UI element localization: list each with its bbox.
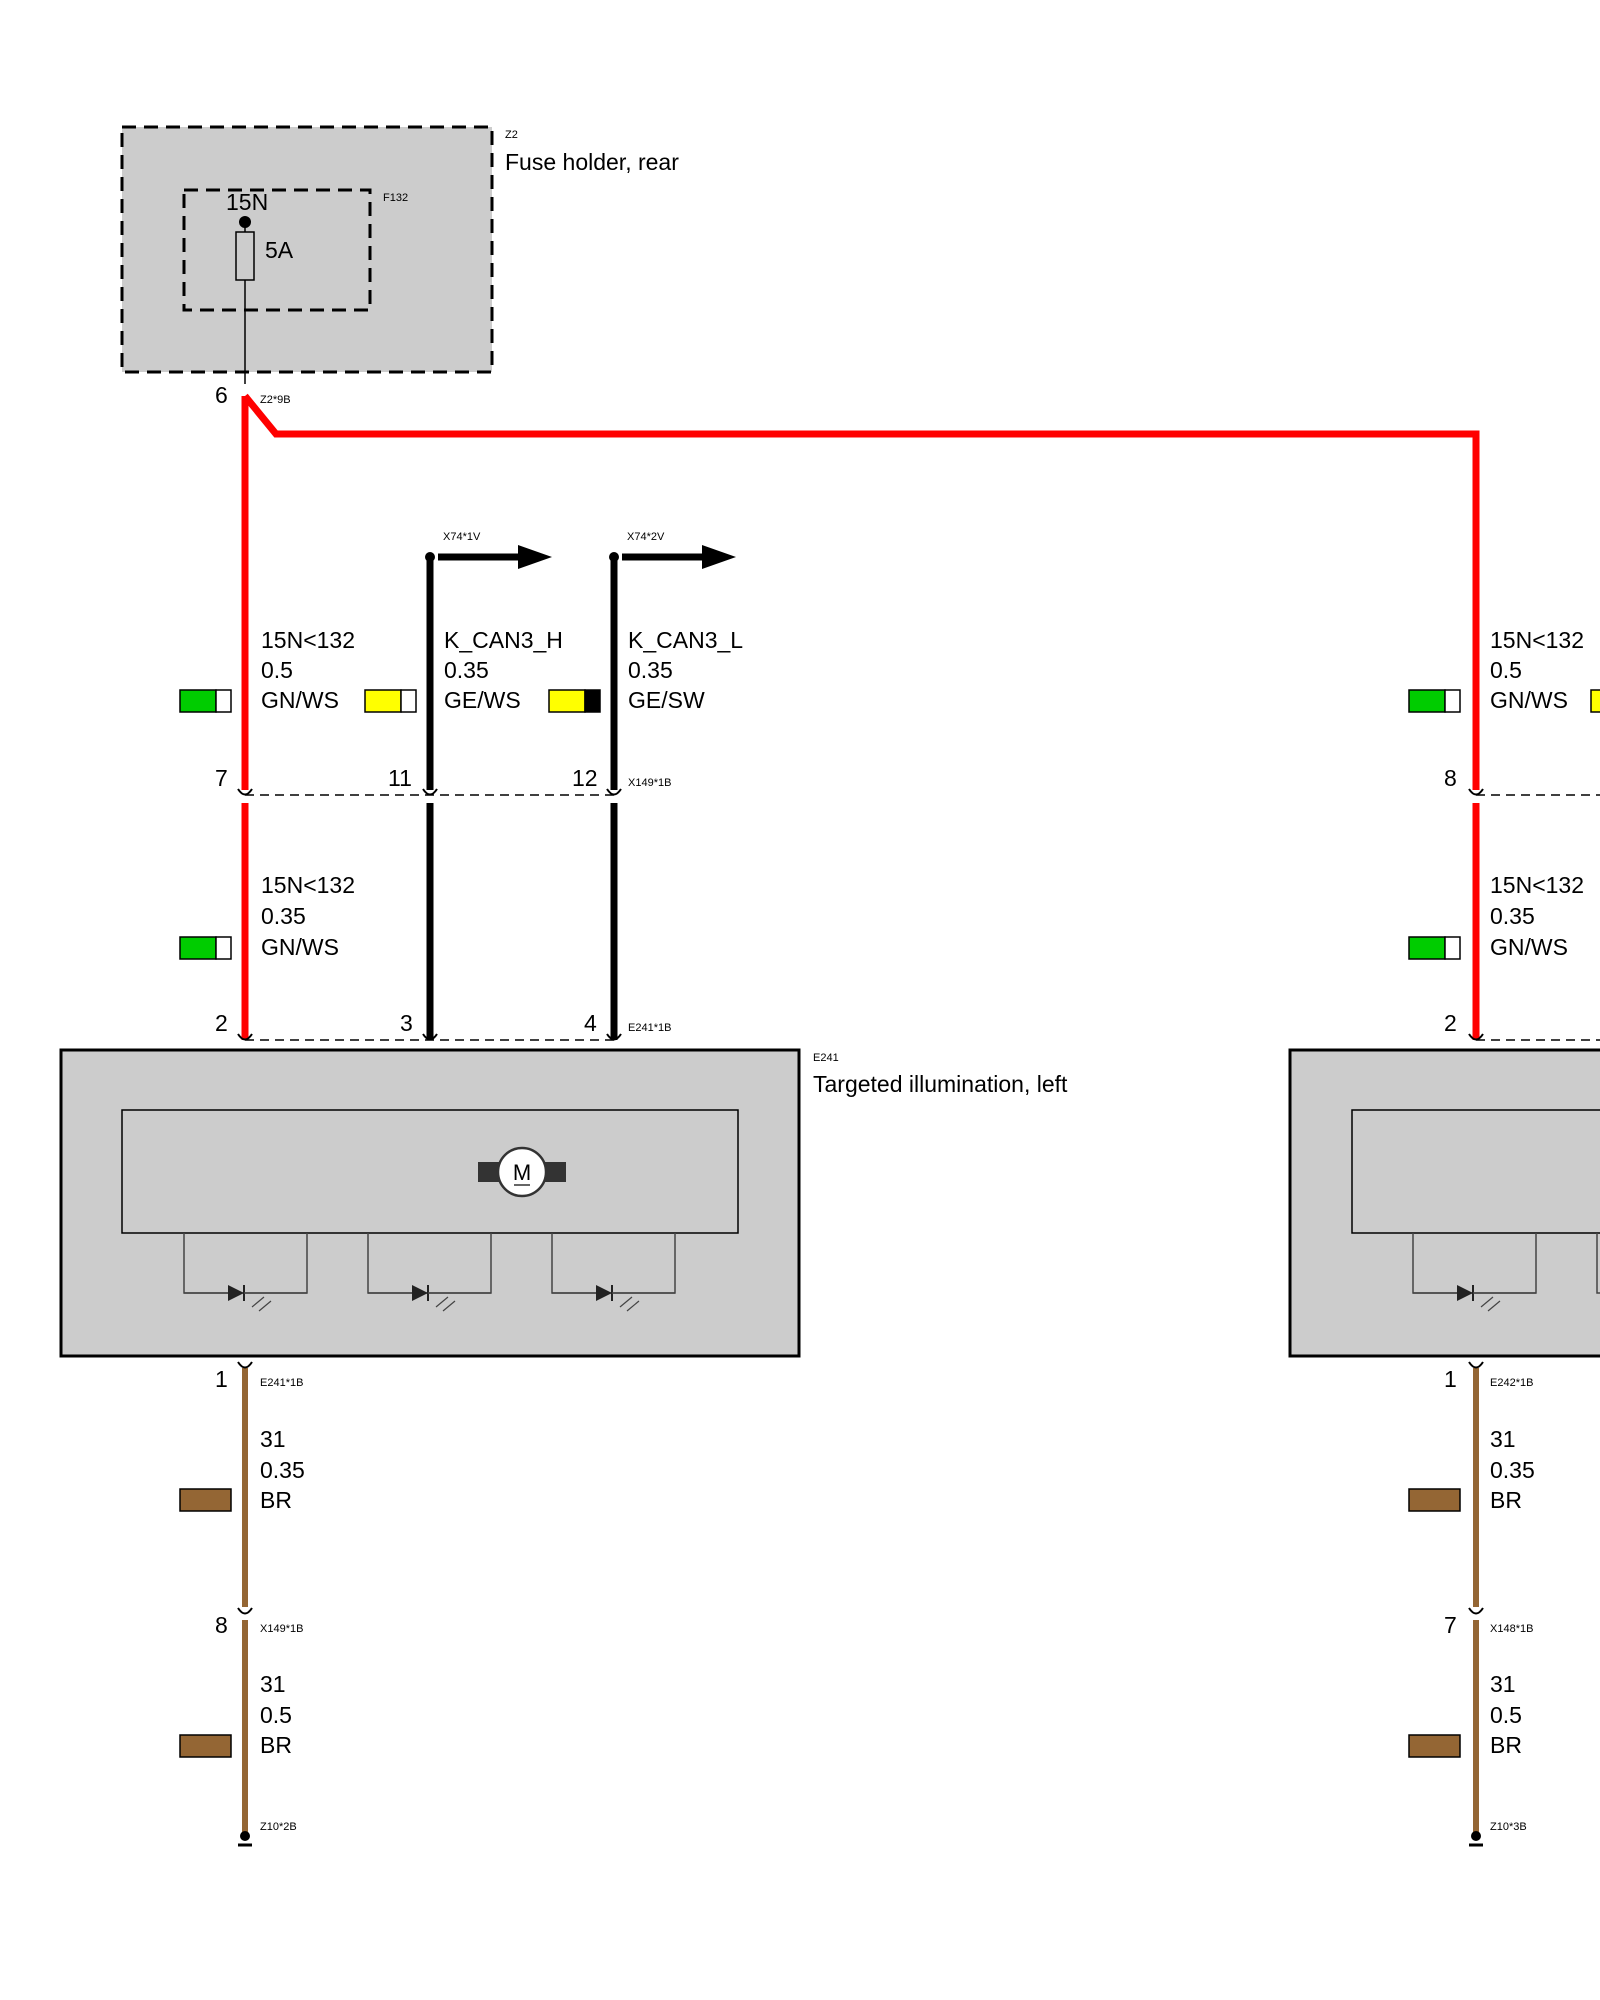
module-left-title: Targeted illumination, left (813, 1071, 1068, 1097)
arrow-right-icon (622, 545, 736, 569)
svg-text:0.35: 0.35 (1490, 1457, 1535, 1483)
wire-label-15n-upper: 15N<132 0.5 GN/WS (179, 627, 355, 713)
pin-4: 4 (584, 1010, 597, 1036)
pin-7-ground: 7 (1444, 1612, 1457, 1638)
connector-x74-2v: X74*2V (627, 531, 665, 543)
fuse-holder-title: Fuse holder, rear (505, 149, 679, 175)
svg-text:BR: BR (260, 1487, 292, 1513)
fuse-rating: 5A (265, 237, 294, 263)
svg-text:15N<132: 15N<132 (261, 872, 355, 898)
wire-label-31-upper-right: 31 0.35 BR (1408, 1426, 1535, 1513)
pin-2-right: 2 (1444, 1010, 1457, 1036)
svg-text:0.5: 0.5 (261, 657, 293, 683)
pin-1-left: 1 (215, 1366, 228, 1392)
pin-12: 12 (572, 765, 598, 791)
motor-letter: M (513, 1160, 531, 1185)
svg-text:31: 31 (1490, 1426, 1516, 1452)
svg-text:0.35: 0.35 (444, 657, 489, 683)
module-e242 (1288, 1048, 1600, 1358)
svg-text:BR: BR (1490, 1732, 1522, 1758)
svg-text:GN/WS: GN/WS (1490, 934, 1568, 960)
pin-6: 6 (215, 382, 228, 408)
wire-label-31-lower-right: 31 0.5 BR (1408, 1671, 1522, 1758)
connector-e241-1b: E241*1B (260, 1377, 303, 1389)
connector-x149-1b: X149*1B (628, 777, 671, 789)
connector-x149-1b-ground: X149*1B (260, 1623, 303, 1635)
connector-z10-2b: Z10*2B (260, 1821, 297, 1833)
svg-text:15N<132: 15N<132 (1490, 627, 1584, 653)
wire-label-15n-lower: 15N<132 0.35 GN/WS (179, 872, 355, 960)
svg-text:15N<132: 15N<132 (261, 627, 355, 653)
fuse-holder-ref: Z2 (505, 129, 518, 141)
connector-x148-1b: X148*1B (1490, 1623, 1533, 1635)
pin-3: 3 (400, 1010, 413, 1036)
svg-text:BR: BR (1490, 1487, 1522, 1513)
wire-label-15n-lower-right: 15N<132 0.35 GN/WS (1408, 872, 1584, 960)
wire-label-k-can3-l: K_CAN3_L 0.35 GE/SW (548, 627, 743, 713)
svg-text:0.5: 0.5 (1490, 657, 1522, 683)
svg-text:0.35: 0.35 (628, 657, 673, 683)
connector-z10-3b: Z10*3B (1490, 1821, 1527, 1833)
connector-e241 (237, 1033, 622, 1041)
svg-text:31: 31 (260, 1671, 286, 1697)
svg-text:BR: BR (260, 1732, 292, 1758)
module-left-ref: E241 (813, 1052, 839, 1064)
svg-text:GN/WS: GN/WS (1490, 687, 1568, 713)
ground-terminal-icon (238, 1831, 252, 1847)
svg-text:GE/WS: GE/WS (444, 687, 521, 713)
pin-2: 2 (215, 1010, 228, 1036)
wire-label-15n-upper-right: 15N<132 0.5 GN/WS (1408, 627, 1600, 713)
svg-text:15N<132: 15N<132 (1490, 872, 1584, 898)
svg-text:0.5: 0.5 (1490, 1702, 1522, 1728)
svg-text:31: 31 (1490, 1671, 1516, 1697)
svg-text:0.5: 0.5 (260, 1702, 292, 1728)
wire-label-31-upper-left: 31 0.35 BR (179, 1426, 305, 1513)
pin-8: 8 (1444, 765, 1457, 791)
arrow-right-icon (438, 545, 552, 569)
svg-text:GN/WS: GN/WS (261, 934, 339, 960)
svg-text:0.35: 0.35 (260, 1457, 305, 1483)
svg-text:GN/WS: GN/WS (261, 687, 339, 713)
fuse-terminal: 15N (226, 189, 268, 215)
connector-e242 (1468, 1033, 1600, 1041)
pin-8-ground: 8 (215, 1612, 228, 1638)
wire-label-31-lower-left: 31 0.5 BR (179, 1671, 292, 1758)
svg-text:31: 31 (260, 1426, 286, 1452)
svg-text:0.35: 0.35 (1490, 903, 1535, 929)
connector-x149 (237, 788, 622, 796)
pin-7: 7 (215, 765, 228, 791)
wire-31-ground (237, 1361, 1484, 1834)
pin-11: 11 (388, 765, 412, 791)
fuse-holder: Z2 Fuse holder, rear F132 15N 5A (120, 125, 679, 384)
svg-text:GE/SW: GE/SW (628, 687, 705, 713)
connector-e242-1b: E242*1B (1490, 1377, 1533, 1389)
connector-x148 (1468, 788, 1600, 796)
wire-label-k-can3-h: K_CAN3_H 0.35 GE/WS (364, 627, 563, 713)
pin-1-right: 1 (1444, 1366, 1457, 1392)
svg-text:0.35: 0.35 (261, 903, 306, 929)
connector-z2-9b: Z2*9B (260, 394, 291, 406)
motor-icon: M (478, 1146, 566, 1198)
connector-x74-1v: X74*1V (443, 531, 481, 543)
fuse-ref: F132 (383, 192, 408, 204)
svg-text:K_CAN3_L: K_CAN3_L (628, 627, 743, 653)
module-e241 (59, 1048, 801, 1358)
wire-can-bus (425, 552, 619, 1040)
svg-text:K_CAN3_H: K_CAN3_H (444, 627, 563, 653)
ground-terminal-icon (1469, 1831, 1483, 1847)
wire-15n (241, 393, 1480, 1040)
connector-e241-1b-top: E241*1B (628, 1022, 671, 1034)
